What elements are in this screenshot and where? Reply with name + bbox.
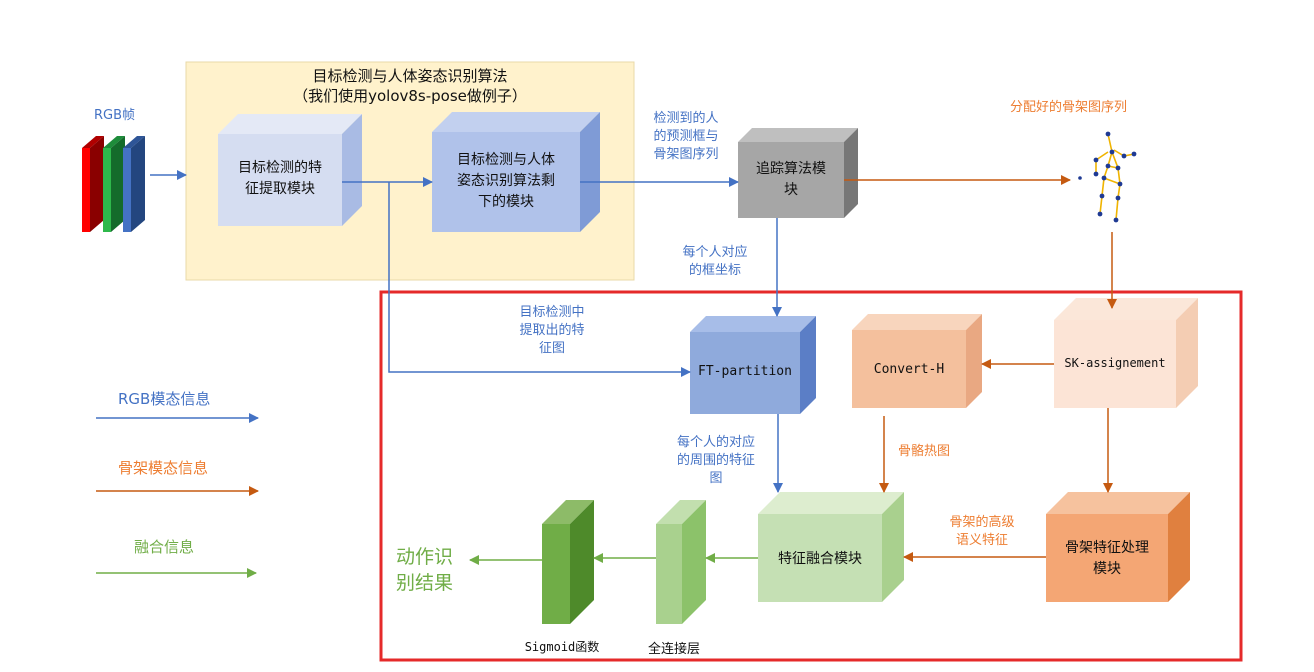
surrounding-label: 每个人的对应 的周围的特征 图 — [676, 435, 755, 486]
red-frame — [379, 290, 1243, 662]
convert-h-text: Convert-H — [873, 362, 945, 377]
convert-h-box — [852, 314, 982, 408]
feature-extract-text: 目标检测的特 征提取模块 — [238, 160, 322, 197]
ft-partition-box — [690, 316, 816, 414]
skeleton-proc-text: 骨架特征处理 模块 — [1065, 540, 1149, 577]
high-level-label: 骨架的高级 语义特征 — [949, 515, 1015, 548]
sk-assignment-box — [1054, 298, 1198, 408]
rgb-arrows — [96, 170, 783, 493]
rgb-frames-icon — [82, 136, 145, 232]
fusion-arrows — [96, 553, 758, 578]
box-coords-label: 每个人对应 的框坐标 — [682, 245, 748, 278]
fusion-text: 特征融合模块 — [778, 551, 862, 567]
fusion-box — [758, 492, 904, 602]
sigmoid-text: Sigmoid函数 — [524, 640, 600, 654]
ft-partition-text: FT-partition — [698, 364, 792, 379]
sk-assignment-text: SK-assignement — [1064, 356, 1166, 370]
skeleton-arrows — [96, 175, 1117, 562]
remaining-modules-text: 目标检测与人体 姿态识别算法剩 下的模块 — [457, 152, 555, 210]
skeleton-joints-icon — [1078, 131, 1137, 223]
legend-skeleton-label: 骨架模态信息 — [118, 459, 209, 477]
detected-label: 检测到的人 的预测框与 骨架图序列 — [653, 111, 719, 162]
legend-fusion-label: 融合信息 — [134, 538, 195, 556]
feature-map-label: 目标检测中 提取出的特 征图 — [519, 305, 585, 356]
skeleton-proc-box — [1046, 492, 1190, 602]
assigned-seq-label: 分配好的骨架图序列 — [1010, 100, 1128, 115]
tracking-box — [738, 128, 858, 218]
fc-layer-box — [656, 500, 706, 624]
arrow-feature-map-to-ft — [388, 182, 691, 377]
heatmap-label: 骨骼热图 — [898, 444, 951, 459]
legend-rgb-label: RGB模态信息 — [118, 390, 211, 408]
remaining-modules-box — [432, 112, 600, 232]
result-label: 动作识 别结果 — [396, 546, 454, 594]
panel-title-line2: （我们使用yolov8s-pose做例子） — [293, 87, 527, 105]
rgb-frame-label: RGB帧 — [94, 108, 136, 123]
fc-layer-text: 全连接层 — [647, 642, 700, 657]
panel-title: 目标检测与人体姿态识别算法 （我们使用yolov8s-pose做例子） — [186, 66, 634, 106]
skeleton-figure-icon — [1095, 133, 1135, 221]
tracking-text: 追踪算法模 块 — [756, 161, 826, 198]
feature-extract-box — [218, 114, 362, 226]
sigmoid-box — [542, 500, 594, 624]
panel-title-line1: 目标检测与人体姿态识别算法 — [312, 67, 508, 85]
